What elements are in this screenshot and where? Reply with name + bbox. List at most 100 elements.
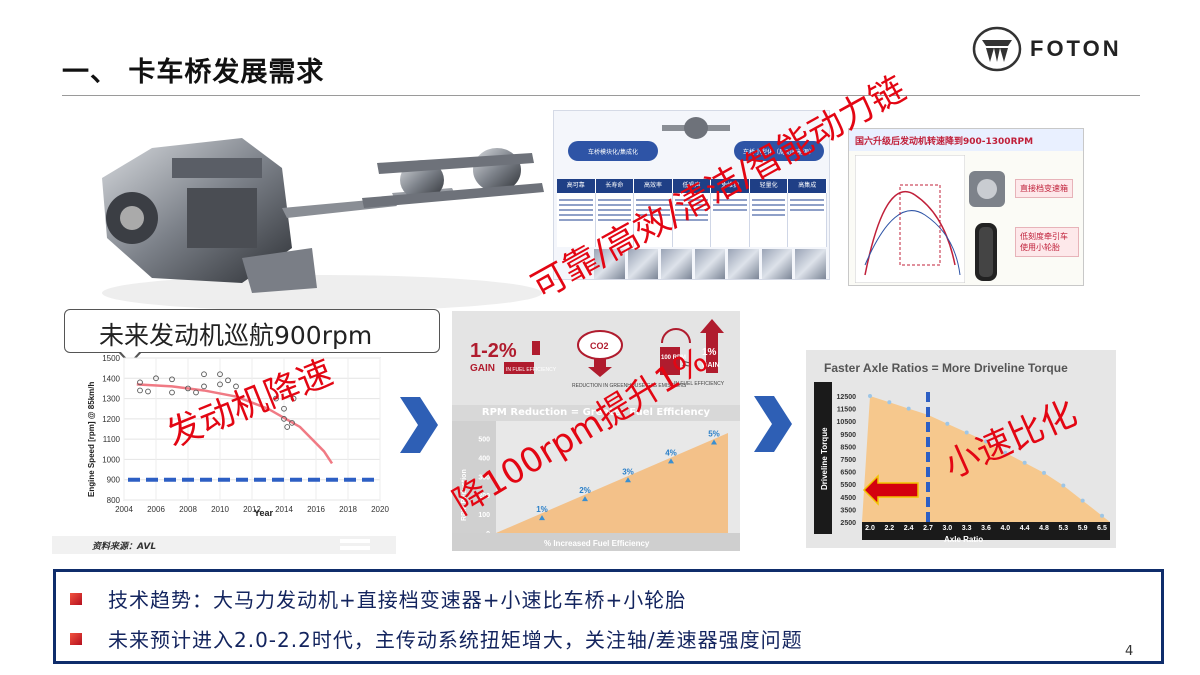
axle-thumbnail-icon	[662, 117, 730, 139]
data-point	[225, 377, 231, 384]
y-tick-label: 900	[107, 476, 121, 485]
page-title: 一、 卡车桥发展需求	[62, 57, 325, 88]
y-tick-label: 1200	[102, 415, 120, 424]
x-tick-label: 2.7	[923, 525, 933, 532]
y-axis-band	[452, 421, 496, 533]
data-label: 1%	[536, 505, 548, 514]
x-tick-label: 3.0	[942, 525, 952, 532]
table-thumbnails	[594, 249, 827, 279]
fuel-badge: IN FUEL EFFICIENCY	[506, 367, 557, 373]
x-tick-label: 2006	[147, 505, 165, 514]
gearbox-icon	[969, 171, 1005, 207]
page-number: 4	[1125, 644, 1134, 659]
chart3-xlabel: Axle Ratio	[944, 535, 983, 544]
y-tick-label: 1300	[102, 395, 120, 404]
x-tick-label: 2012	[243, 505, 261, 514]
data-point	[193, 389, 199, 396]
approx-symbol: ≈	[682, 356, 691, 373]
data-point	[284, 424, 291, 430]
bullet-text: 技术趋势：大马力发动机+直接档变速器+小速比车桥+小轮胎	[108, 588, 687, 612]
x-tick-label: 4.0	[1000, 525, 1010, 532]
gear-image-header: 国六升级后发动机转速降到900-1300RPM	[849, 129, 1083, 151]
data-point	[281, 405, 287, 412]
chart3-ylabel: Driveline Torque	[820, 427, 829, 490]
fuel-pump-icon	[532, 341, 540, 355]
data-point	[945, 421, 950, 426]
pill-compact: 车桥小型化（局动率能源）	[734, 141, 824, 161]
foton-logo: FOTON	[972, 24, 1142, 74]
data-label: 3%	[622, 467, 634, 476]
tire-icon	[975, 223, 997, 281]
x-tick-label: 2014	[275, 505, 293, 514]
x-tick-label: 5.3	[1058, 525, 1068, 532]
x-tick-label: 2.4	[904, 525, 914, 532]
x-tick-label: 4.8	[1039, 525, 1049, 532]
x-tick-label: 2004	[115, 505, 133, 514]
y-tick-label: 9500	[840, 432, 856, 439]
axle-requirements-table-image: 车桥模块化/集成化 车桥小型化（局动率能源） 高可靠 长寿命 高效率 低噪声 免…	[553, 110, 830, 280]
data-point	[1080, 498, 1085, 503]
rpm-area	[496, 433, 728, 533]
x-tick-label: 2.2	[884, 525, 894, 532]
y-tick-label: 4500	[840, 495, 856, 502]
left-arrow-icon	[862, 474, 919, 506]
bullet-item: 未来预计进入2.0-2.2时代，主传动系统扭矩增大，关注轴/差速器强度问题	[70, 624, 803, 653]
x-tick-label: 2010	[211, 505, 229, 514]
y-tick-label: 12500	[837, 394, 857, 401]
rpm-badge: 100 RPM	[661, 355, 686, 361]
data-point	[201, 383, 207, 390]
co2-label: CO2	[590, 341, 609, 351]
gain-percent: 1-2%	[470, 340, 517, 362]
y-tick-label: 2500	[840, 520, 856, 527]
data-point	[1003, 450, 1008, 455]
data-point	[145, 388, 151, 395]
data-point	[289, 420, 295, 426]
y-tick-label: 100	[478, 512, 490, 519]
gauge-icon	[661, 328, 691, 344]
brand-name: FOTON	[1030, 36, 1122, 61]
x-tick-label: 2.0	[865, 525, 875, 532]
rpm-reduction-title: RPM Reduction = Greater Fuel Efficiency	[452, 405, 740, 421]
bullet-text: 未来预计进入2.0-2.2时代，主传动系统扭矩增大，关注轴/差速器强度问题	[108, 628, 803, 652]
chevron-right-icon	[754, 396, 792, 452]
bullet-square-icon	[70, 632, 82, 645]
table-header-cell: 高可靠	[557, 179, 596, 193]
data-point	[539, 515, 545, 521]
rpm-reduction-chart: 0100200300400500 1%2%3%4%5% % Increased …	[452, 421, 740, 551]
chevron-right-icon	[400, 397, 438, 453]
source-note: 资料来源：AVL	[52, 536, 396, 554]
summary-box: 技术趋势：大马力发动机+直接档变速器+小速比车桥+小轮胎 未来预计进入2.0-2…	[53, 569, 1164, 664]
y-tick-label: 6500	[840, 470, 856, 477]
data-point	[1061, 483, 1066, 488]
table-header-cell: 高集成	[788, 179, 828, 193]
x-tick-label: 2008	[179, 505, 197, 514]
x-tick-label: 2018	[339, 505, 357, 514]
table-header-cell: 低噪声	[673, 179, 712, 193]
x-tick-label: 4.4	[1020, 525, 1030, 532]
pill-modular: 车桥模块化/集成化	[568, 141, 658, 161]
data-point	[668, 458, 674, 464]
y-tick-label: 3500	[840, 507, 856, 514]
trend-line	[136, 383, 334, 465]
data-point	[169, 376, 175, 383]
x-tick-label: 2016	[307, 505, 325, 514]
data-point	[169, 389, 175, 396]
data-point	[964, 430, 969, 435]
data-point	[201, 371, 207, 378]
chart1-ylabel: Engine Speed [rpm] @ 85km/h	[87, 382, 96, 497]
data-label: 4%	[665, 448, 677, 457]
x-tick-label: 3.3	[962, 525, 972, 532]
data-point	[868, 394, 872, 398]
data-point	[887, 400, 892, 405]
y-tick-label: 300	[478, 474, 490, 481]
y-tick-label: 10500	[837, 419, 857, 426]
table-header-cell: 高效率	[634, 179, 673, 193]
x-tick-label: 6.5	[1097, 525, 1107, 532]
chart2-xlabel: % Increased Fuel Efficiency	[544, 539, 650, 548]
data-point	[273, 395, 279, 402]
x-axis-band	[862, 522, 1110, 540]
data-point	[984, 439, 988, 444]
table-header-cell: 免维护	[711, 179, 750, 193]
data-point	[582, 496, 588, 502]
table-header-cell: 长寿命	[596, 179, 635, 193]
